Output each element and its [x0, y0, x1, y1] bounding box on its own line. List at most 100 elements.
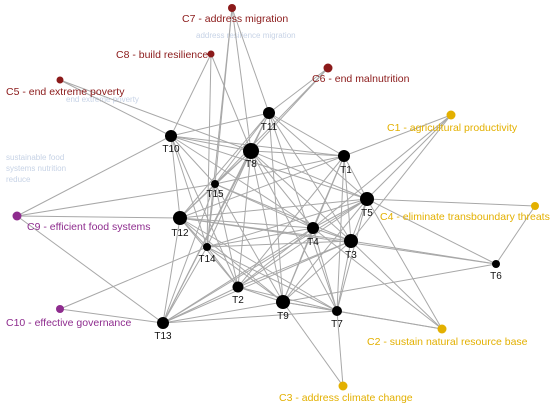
edge-t13-t15	[162, 183, 216, 324]
edge-t10-c9	[16, 135, 172, 217]
edge-t13-c10	[59, 308, 164, 324]
edge-t10-t4	[170, 135, 314, 229]
edge-t1-t15	[214, 155, 345, 185]
edge-t1-t3	[343, 155, 352, 242]
node-t11	[263, 107, 275, 119]
edge-t5-t6	[366, 198, 497, 265]
edge-t3-t7	[336, 240, 352, 312]
edge-t10-t14	[170, 135, 208, 248]
edge-t3-t14	[206, 240, 352, 248]
nodes-layer	[12, 4, 539, 391]
edge-t2-t14	[206, 246, 239, 288]
edge-t12-t13	[162, 217, 181, 324]
edge-t8-t4	[250, 150, 314, 229]
node-t6	[492, 260, 500, 268]
edge-t8-t2	[237, 150, 252, 288]
edge-t5-c4	[366, 198, 536, 207]
edge-t3-t9	[282, 240, 352, 303]
edge-t3-c2	[350, 240, 443, 330]
edge-t4-c2	[312, 227, 443, 330]
edge-t3-t2	[237, 240, 352, 288]
edge-t5-t14	[206, 198, 368, 248]
edge-t3-t13	[162, 240, 352, 324]
node-label-t5: T5	[361, 208, 373, 219]
edge-t11-t15	[214, 112, 270, 185]
edge-t10-t15	[170, 135, 216, 185]
edge-t5-t13	[162, 198, 368, 324]
node-label-c4: C4 - eliminate transboundary threats	[380, 211, 550, 223]
edge-t11-t7	[268, 112, 338, 312]
edge-t13-t14	[162, 246, 208, 324]
edge-t5-t4	[312, 198, 368, 229]
edge-t14-c10	[59, 246, 208, 310]
node-t4	[307, 222, 319, 234]
node-label-t13: T13	[154, 331, 172, 342]
edge-t9-c3	[282, 301, 344, 387]
node-t14	[203, 243, 211, 251]
node-t9	[276, 295, 290, 309]
node-t12	[173, 211, 187, 225]
node-c7	[228, 4, 236, 12]
node-t2	[232, 281, 244, 293]
edge-t13-t2	[162, 286, 239, 324]
node-t10	[165, 130, 177, 142]
edge-t1-t5	[343, 155, 368, 200]
node-label-t3: T3	[345, 250, 357, 261]
node-c1	[446, 110, 456, 120]
node-label-c2: C2 - sustain natural resource base	[367, 336, 528, 348]
node-label-c10: C10 - effective governance	[6, 317, 131, 329]
edge-t9-t2	[237, 286, 284, 303]
edge-t1-t4	[312, 155, 345, 229]
edge-t10-c5	[59, 79, 172, 137]
edge-t12-t7	[179, 217, 338, 312]
edge-t13-t7	[162, 310, 338, 324]
node-label-c5: C5 - end extreme poverty	[6, 86, 125, 98]
edge-t10-t8	[170, 135, 252, 152]
node-t15	[211, 180, 219, 188]
node-label-t11: T11	[261, 122, 278, 133]
edge-t5-c1	[366, 114, 452, 200]
node-t8	[243, 143, 259, 159]
edge-t8-t9	[250, 150, 284, 303]
node-t3	[344, 234, 358, 248]
edge-t4-t9	[282, 227, 314, 303]
edges-layer	[16, 7, 536, 387]
edge-t7-t14	[206, 246, 338, 312]
edge-t8-t3	[250, 150, 352, 242]
edge-t10-c8	[170, 53, 212, 137]
edge-t12-c9	[16, 215, 181, 219]
edge-t6-t12	[179, 217, 497, 265]
node-c10	[56, 305, 64, 313]
node-c9	[12, 211, 22, 221]
node-label-t9: T9	[277, 311, 289, 322]
edge-t11-t9	[268, 112, 284, 303]
node-label-c7: C7 - address migration	[182, 13, 288, 25]
edge-t11-t5	[268, 112, 368, 200]
edge-t15-c9	[16, 183, 216, 217]
edge-t10-t1	[170, 135, 345, 157]
node-c8	[207, 50, 215, 58]
edge-c5-t8	[59, 79, 252, 152]
edge-t4-c1	[312, 114, 452, 229]
node-label-t14: T14	[198, 254, 216, 265]
node-c6	[323, 63, 333, 73]
edge-t12-t15	[179, 183, 216, 219]
edge-t11-c6	[268, 67, 329, 114]
edge-t3-t15	[214, 183, 352, 242]
edge-t1-t7	[336, 155, 345, 312]
edge-t2-t15	[214, 183, 239, 288]
edge-t9-t7	[282, 301, 338, 312]
edge-t8-t5	[250, 150, 368, 200]
edge-t8-c8	[210, 53, 252, 152]
edge-t6-t9	[282, 263, 497, 303]
faint-background-text: address resilience migration end extreme…	[6, 31, 296, 184]
edge-t4-t7	[312, 227, 338, 312]
node-label-c6: C6 - end malnutrition	[312, 73, 410, 85]
node-label-t12: T12	[171, 228, 189, 239]
node-c3	[338, 381, 348, 391]
node-label-t7: T7	[331, 319, 343, 330]
node-label-c1: C1 - agricultural productivity	[387, 122, 518, 134]
node-c4	[531, 202, 539, 210]
edge-t11-t12	[179, 112, 270, 219]
